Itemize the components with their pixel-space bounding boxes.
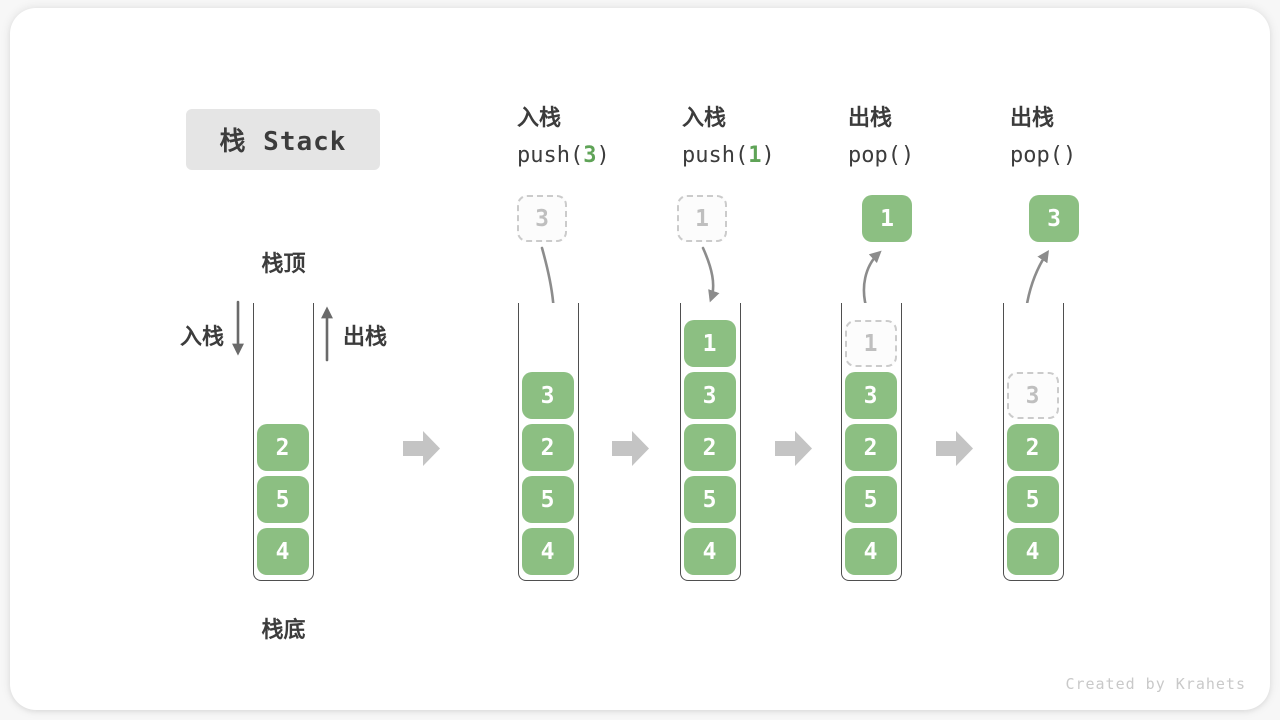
stack-cell-3: 3	[1006, 372, 1059, 419]
code-post: )	[1062, 143, 1077, 168]
operation-code: push(3)	[517, 143, 610, 169]
stack-cell-2: 2	[521, 424, 574, 471]
stack-cell-5: 5	[844, 476, 897, 523]
operation-code: pop()	[848, 143, 914, 169]
watermark: Created by Krahets	[1065, 675, 1246, 693]
operation-label-1: 入栈 push(3)	[517, 105, 610, 169]
popped-value-3: 3	[1029, 195, 1079, 242]
operation-label-4: 出栈 pop()	[1010, 105, 1076, 169]
title-text: 栈 Stack	[219, 127, 347, 157]
stack-after-push-1: 1 3 2 5 4	[680, 303, 741, 581]
operation-name: 入栈	[517, 105, 562, 130]
push-side-label: 入栈	[179, 324, 224, 349]
title-badge: 栈 Stack	[186, 109, 380, 170]
incoming-value-3: 3	[517, 195, 567, 242]
stack-cell-2: 2	[1006, 424, 1059, 471]
stack-cell-2: 2	[683, 424, 736, 471]
code-argument: 1	[748, 143, 762, 168]
incoming-value-1: 1	[677, 195, 727, 242]
stack-cell-5: 5	[1006, 476, 1059, 523]
stack-after-pop-3: 3 2 5 4	[1003, 303, 1064, 581]
stack-bottom-label: 栈底	[261, 617, 306, 642]
stack-cell-1: 1	[844, 320, 897, 367]
stack-cell-5: 5	[521, 476, 574, 523]
code-argument: 3	[583, 143, 597, 168]
operation-name: 出栈	[1010, 105, 1055, 130]
stack-cell-3: 3	[521, 372, 574, 419]
stack-top-label: 栈顶	[261, 251, 306, 276]
code-post: )	[596, 143, 610, 168]
stack-cell-4: 4	[1006, 528, 1059, 575]
operation-code: push(1)	[682, 143, 775, 169]
stack-cell-2: 2	[844, 424, 897, 471]
code-pre: pop(	[848, 143, 901, 168]
stack-cell-4: 4	[521, 528, 574, 575]
stack-cell-1: 1	[683, 320, 736, 367]
popped-value-1: 1	[862, 195, 912, 242]
stack-initial: 2 5 4	[253, 303, 314, 581]
operation-label-2: 入栈 push(1)	[682, 105, 775, 169]
stack-cell-5: 5	[256, 476, 309, 523]
stack-cell-4: 4	[844, 528, 897, 575]
stack-after-push-3: 3 2 5 4	[518, 303, 579, 581]
operation-name: 出栈	[848, 105, 893, 130]
code-post: )	[900, 143, 915, 168]
operation-code: pop()	[1010, 143, 1076, 169]
operation-label-3: 出栈 pop()	[848, 105, 914, 169]
code-post: )	[761, 143, 775, 168]
code-pre: push(	[517, 143, 584, 168]
stack-cell-3: 3	[683, 372, 736, 419]
stack-cell-2: 2	[256, 424, 309, 471]
stack-cell-3: 3	[844, 372, 897, 419]
pop-side-label: 出栈	[343, 324, 388, 349]
operation-name: 入栈	[682, 105, 727, 130]
stack-after-pop-1: 1 3 2 5 4	[841, 303, 902, 581]
stack-cell-4: 4	[683, 528, 736, 575]
stack-cell-5: 5	[683, 476, 736, 523]
code-pre: push(	[682, 143, 749, 168]
stack-cell-4: 4	[256, 528, 309, 575]
code-pre: pop(	[1010, 143, 1063, 168]
